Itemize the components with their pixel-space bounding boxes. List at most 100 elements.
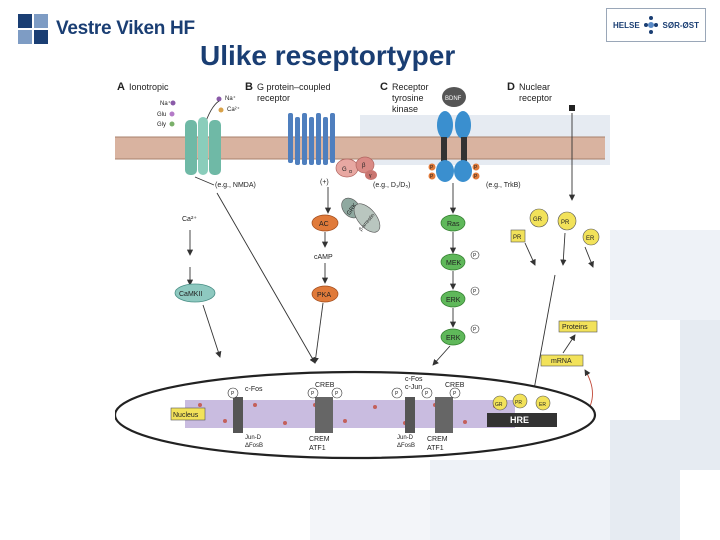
gpcr-receptor [288, 113, 335, 165]
erk-node-2 [440, 328, 466, 346]
erk-label-2: ERK [446, 335, 461, 342]
pka-node [311, 285, 339, 303]
pr-box-label: PR [513, 235, 522, 241]
ras-label: Ras [447, 221, 460, 228]
rtk-phospho-4: P [474, 174, 478, 180]
org-name: Vestre Viken HF [56, 18, 195, 39]
nuc-er [535, 395, 551, 411]
ras-node [440, 214, 466, 232]
helse-sorost-logo: HELSE SØR-ØST [606, 8, 706, 42]
steroid-hormone-square [569, 105, 575, 111]
rtk-phospho-3: P [430, 174, 434, 180]
mrna-label: mRNA [551, 358, 572, 365]
partner-right-text: SØR-ØST [662, 20, 699, 30]
g-beta: β [362, 163, 366, 169]
bdnf-ligand [442, 87, 466, 107]
vestre-viken-logo-mark-icon [18, 14, 48, 44]
panel-b-example: (e.g., D₁/D₅) [373, 182, 410, 189]
nuc-gr [492, 395, 508, 411]
crem-2: CREM [427, 436, 448, 443]
nuc-phospho-2: P [311, 391, 315, 397]
panel-a-example: (e.g., NMDA) [215, 182, 256, 189]
mek-node [440, 253, 466, 271]
ion-glu: Glu [157, 112, 166, 118]
g-protein-complex [335, 156, 377, 180]
ion-na-left: Na⁺ [160, 100, 171, 107]
panel-a-letter: A [117, 81, 125, 93]
nuc-er-label: ER [539, 402, 546, 408]
atf1-2: ATF1 [427, 445, 444, 452]
ion-na-right: Na⁺ [225, 95, 236, 102]
panel-c-letter: C [380, 81, 388, 93]
panel-b-letter: B [245, 81, 253, 93]
g-gamma: γ [369, 173, 372, 179]
cfos-2: c-Fos [405, 376, 423, 383]
panel-b-label-2: receptor [257, 93, 290, 103]
cell-membrane [115, 137, 605, 159]
nuc-phospho-6: P [453, 391, 457, 397]
ca-ion: Ca²⁺ [182, 216, 197, 223]
panel-d-label-1: Nuclear [519, 82, 550, 92]
camp-label: cAMP [314, 254, 333, 261]
helse-dots-icon [644, 16, 659, 34]
creb-1: CREB [315, 382, 335, 389]
erk1-phospho: P [473, 289, 477, 295]
gr-label: GR [533, 217, 543, 223]
mek-phospho: P [473, 253, 477, 259]
proteins-box [558, 320, 598, 333]
cjun-2: c-Jun [405, 384, 422, 391]
erk2-phospho: P [473, 327, 477, 333]
pr-box [510, 229, 526, 243]
g-alpha: α [349, 169, 352, 175]
nuc-phospho-4: P [395, 391, 399, 397]
jund-2: Jun-D [397, 435, 414, 441]
nuc-gr-label: GR [495, 402, 503, 408]
gr-node [529, 208, 549, 228]
panel-c-example: (e.g., TrkB) [486, 182, 521, 189]
dfosb-2: ΔFosB [397, 443, 415, 449]
nuc-pr-label: PR [515, 400, 522, 406]
panel-b-plus: (+) [320, 179, 329, 186]
hre-element [487, 413, 557, 427]
crem-1: CREM [309, 436, 330, 443]
ac-node [311, 214, 339, 232]
panel-c-label-2: tyrosine [392, 93, 424, 103]
panel-a-label: Ionotropic [129, 82, 169, 92]
rtk-phospho-1: P [430, 165, 434, 171]
cfos-1: c-Fos [245, 386, 263, 393]
ionotropic-receptor [185, 117, 221, 175]
jund-1: Jun-D [245, 435, 262, 441]
ion-ca-right: Ca²⁺ [227, 106, 240, 113]
nuc-pr [512, 393, 528, 409]
bdnf-label: BDNF [445, 96, 462, 102]
rtk-receptor [436, 111, 472, 182]
g-protein-g: G [342, 167, 347, 173]
atf1-1: ATF1 [309, 445, 326, 452]
pka-label: PKA [317, 292, 331, 299]
ac-label: AC [319, 221, 329, 228]
hre-label: HRE [510, 415, 529, 425]
mrna-box [540, 354, 584, 367]
tf-complex-left [233, 397, 243, 433]
vestre-viken-logo: Vestre Viken HF [18, 12, 198, 46]
rtk-phospho-2: P [474, 165, 478, 171]
tf-complex-right [405, 397, 415, 433]
dfosb-1: ΔFosB [245, 443, 263, 449]
camkii-label: CaMKII [179, 291, 202, 298]
page-title: Ulike reseptortyper [200, 40, 456, 71]
arrestin-node [353, 203, 381, 233]
erk-label-1: ERK [446, 297, 461, 304]
panel-d-letter: D [507, 81, 515, 93]
nucleus-label: Nucleus [173, 412, 199, 419]
mek-label: MEK [446, 260, 462, 267]
partner-left-text: HELSE [613, 20, 640, 30]
panel-b-label-1: G protein–coupled [257, 82, 331, 92]
pr-node [557, 211, 577, 231]
panel-d-label-2: receptor [519, 93, 552, 103]
nucleus-label-box [170, 407, 206, 421]
creb-2: CREB [445, 382, 465, 389]
erk-node-1 [440, 290, 466, 308]
er-label: ER [586, 236, 595, 242]
camkii-node [174, 283, 216, 303]
ion-gly: Gly [157, 122, 166, 128]
